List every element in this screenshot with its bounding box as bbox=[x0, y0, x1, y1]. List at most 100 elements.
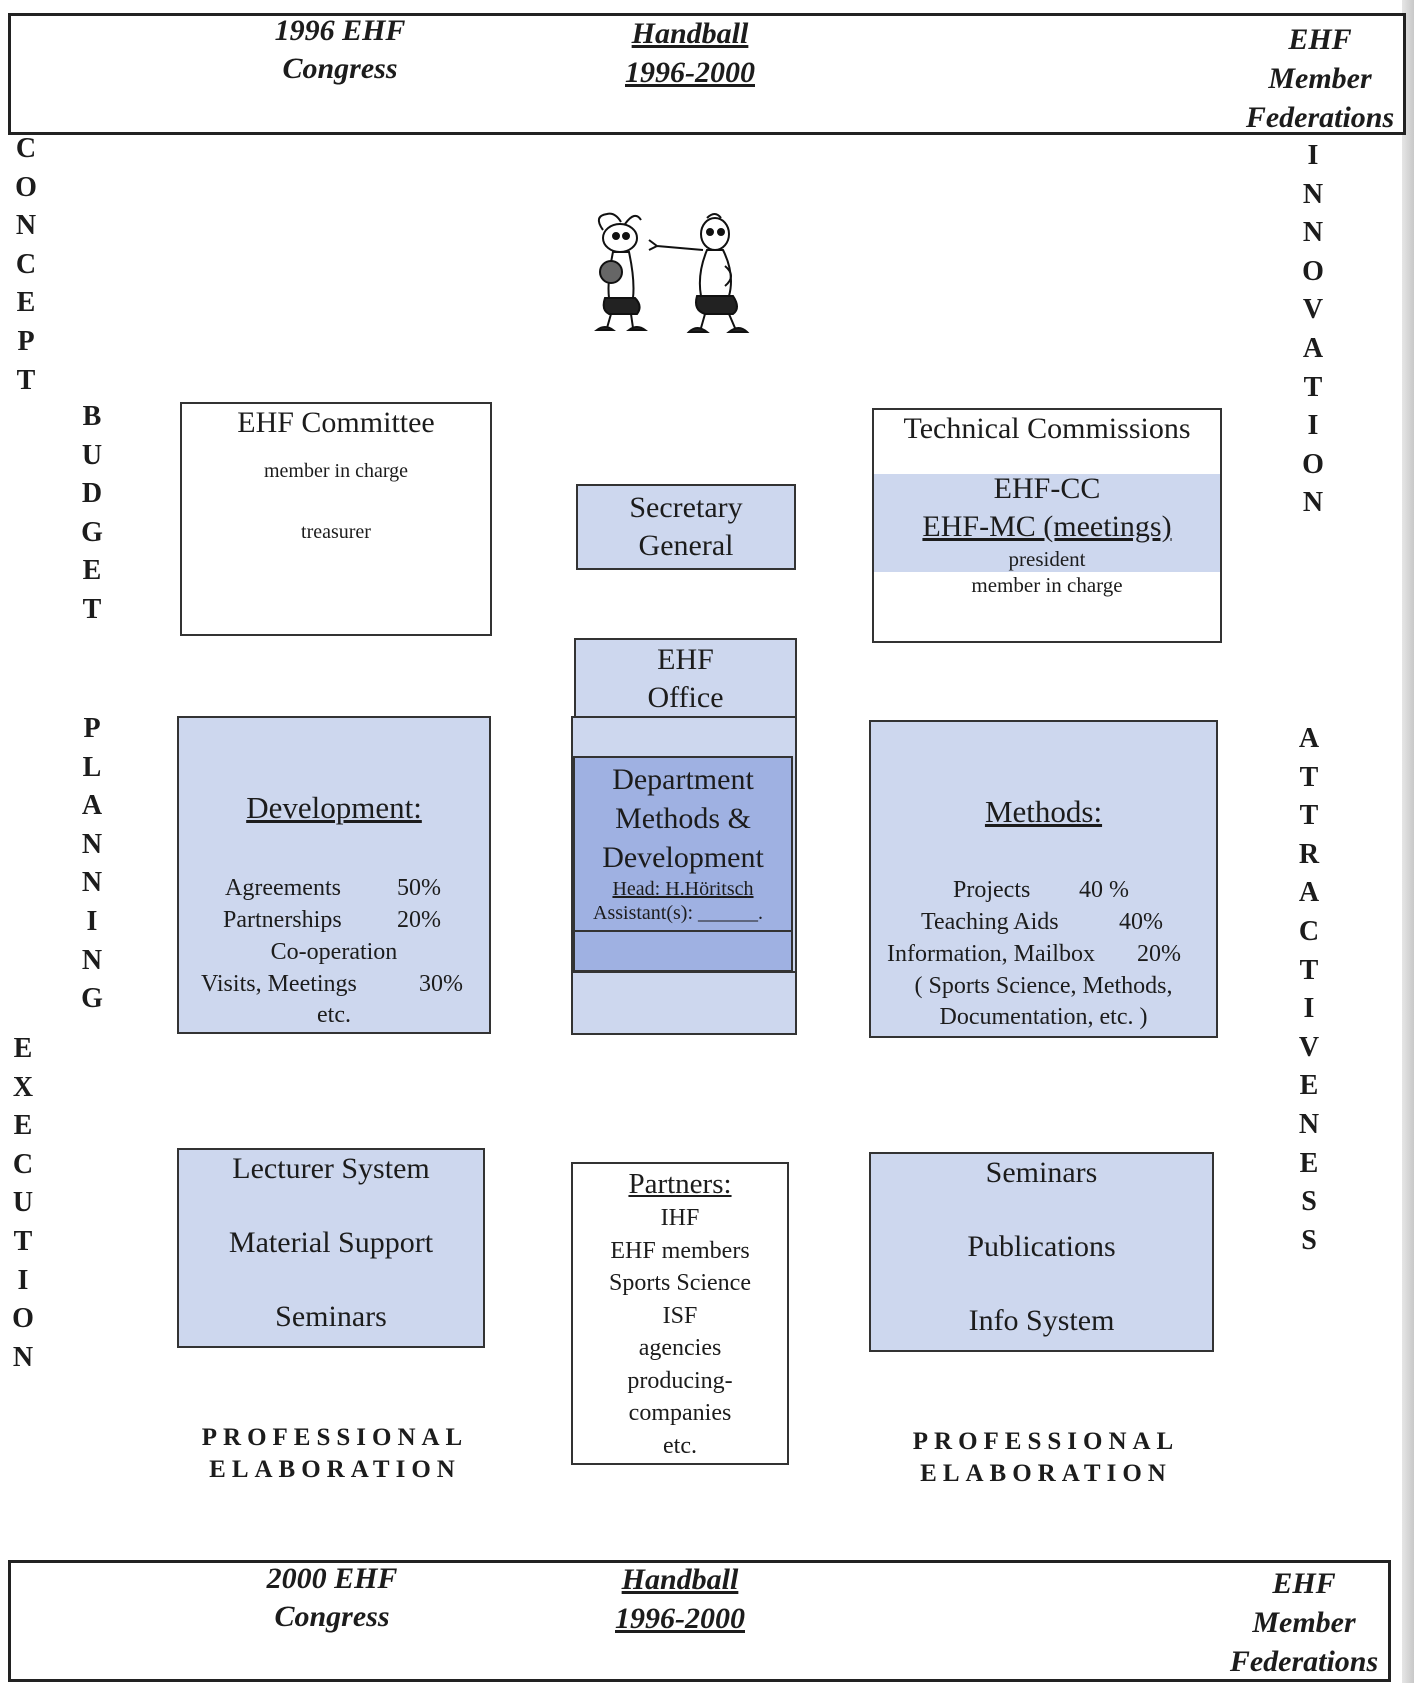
footer-right: EHF Member Federations bbox=[1204, 1564, 1404, 1681]
side-word-letter: C bbox=[15, 133, 37, 164]
header-right-line1: EHF bbox=[1288, 23, 1352, 56]
side-word-letter: N bbox=[1298, 1108, 1320, 1140]
side-word-letter: N bbox=[15, 210, 37, 242]
footer-center-line2: 1996-2000 bbox=[615, 1602, 745, 1635]
side-word-letter: T bbox=[1303, 371, 1323, 403]
header-right: EHF Member Federations bbox=[1220, 20, 1414, 137]
side-word-letter: N bbox=[1302, 217, 1324, 249]
right-exec-line3: Info System bbox=[968, 1304, 1115, 1337]
side-word-letter: N bbox=[1302, 487, 1324, 519]
side-word-letter: T bbox=[1299, 954, 1319, 986]
header-left-line1: 1996 EHF bbox=[274, 14, 406, 47]
left-exec-line2: Material Support bbox=[228, 1226, 434, 1259]
department-line3: Development bbox=[602, 841, 764, 874]
methods-row-label: Teaching Aids bbox=[921, 909, 1059, 935]
side-word-letter: S bbox=[1301, 1186, 1317, 1218]
caption-left-line2: ELABORATION bbox=[209, 1456, 461, 1483]
technical-title: Technical Commissions bbox=[903, 412, 1191, 445]
caption-right-line1: PROFESSIONAL bbox=[912, 1428, 1180, 1455]
footer-frame bbox=[8, 1560, 1391, 1682]
methods-row-value: 40 % bbox=[1079, 877, 1129, 903]
ehf-committee-line1: member in charge bbox=[263, 460, 408, 482]
side-word-letter: A bbox=[1302, 332, 1324, 364]
header-right-line3: Federations bbox=[1245, 101, 1395, 134]
side-word-letter: U bbox=[12, 1187, 34, 1219]
footer-right-line1: EHF bbox=[1272, 1567, 1336, 1600]
header-center-line1: Handball bbox=[631, 17, 749, 50]
development-row-agreements: Agreements 50% bbox=[179, 872, 489, 904]
footer-left: 2000 EHF Congress bbox=[232, 1560, 432, 1636]
ehf-committee-line2: treasurer bbox=[301, 521, 371, 543]
left-exec-line3: Seminars bbox=[275, 1300, 387, 1333]
methods-box: Methods: Projects 40 % Teaching Aids 40%… bbox=[869, 720, 1218, 1038]
side-word-letter: E bbox=[82, 555, 102, 587]
side-word-letter: T bbox=[82, 593, 102, 625]
left-exec-line1: Lecturer System bbox=[232, 1152, 430, 1185]
left-execution-box: Lecturer System Material Support Seminar… bbox=[177, 1148, 485, 1348]
development-row-label: Agreements bbox=[225, 875, 341, 901]
technical-line2: EHF-MC (meetings) bbox=[922, 510, 1172, 543]
side-word-letter: O bbox=[12, 1303, 34, 1335]
side-word-letter: E bbox=[13, 1110, 33, 1142]
partner-item: EHF members bbox=[610, 1237, 750, 1264]
methods-row-label: Information, Mailbox bbox=[887, 941, 1095, 967]
side-word-letter: T bbox=[1299, 800, 1319, 832]
technical-line4: member in charge bbox=[971, 573, 1123, 597]
side-word-letter: N bbox=[1302, 178, 1324, 210]
right-exec-line1: Seminars bbox=[985, 1156, 1098, 1189]
side-word-letter: E bbox=[1299, 1070, 1319, 1102]
secretary-line1: Secretary bbox=[629, 491, 743, 524]
footer-right-line2: Member bbox=[1252, 1606, 1356, 1639]
mascots-illustration bbox=[593, 212, 750, 333]
development-line5: etc. bbox=[317, 1002, 351, 1028]
caption-right: PROFESSIONAL ELABORATION bbox=[876, 1426, 1216, 1490]
partner-item: companies bbox=[628, 1400, 732, 1426]
side-word-letter: C bbox=[1298, 915, 1320, 947]
methods-row-projects: Projects 40 % bbox=[871, 874, 1216, 906]
page-edge-shadow bbox=[1402, 0, 1414, 1683]
mascot-girl bbox=[593, 212, 649, 331]
methods-line5: Documentation, etc. ) bbox=[939, 1004, 1148, 1030]
partners-box: Partners: IHF EHF members Sports Science… bbox=[571, 1162, 789, 1465]
side-word-letter: I bbox=[1303, 993, 1315, 1025]
right-exec-line2: Publications bbox=[967, 1230, 1116, 1263]
side-word-letter: I bbox=[1307, 410, 1319, 442]
development-row-label: Visits, Meetings bbox=[201, 971, 357, 997]
development-line3: Co-operation bbox=[270, 939, 398, 965]
partner-item: Sports Science bbox=[609, 1270, 751, 1296]
mascot-boy bbox=[648, 213, 750, 333]
side-word-letter: A bbox=[1298, 877, 1320, 909]
methods-row-label: Projects bbox=[953, 877, 1031, 903]
department-line2: Methods & bbox=[615, 802, 751, 835]
secretary-line2: General bbox=[638, 529, 734, 562]
department-head: Head: H.Höritsch bbox=[612, 878, 754, 900]
development-row-value: 20% bbox=[397, 907, 441, 933]
office-line1: EHF bbox=[657, 643, 714, 676]
caption-left-line1: PROFESSIONAL bbox=[201, 1424, 469, 1451]
partner-item: ISF bbox=[662, 1302, 698, 1329]
side-word-letter: D bbox=[81, 478, 103, 510]
side-word-letter: R bbox=[1298, 838, 1320, 870]
header-center-line2: 1996-2000 bbox=[625, 56, 755, 89]
side-word-letter: G bbox=[81, 983, 103, 1015]
side-word-letter: A bbox=[1298, 723, 1320, 754]
development-row-visits: Visits, Meetings 30% bbox=[179, 968, 489, 1000]
side-word-letter: E bbox=[1299, 1147, 1319, 1179]
footer-center: Handball 1996-2000 bbox=[580, 1560, 780, 1638]
side-word-letter: O bbox=[1302, 255, 1324, 287]
methods-row-value: 20% bbox=[1137, 941, 1181, 967]
department-box: Department Methods & Development Head: H… bbox=[573, 756, 793, 972]
header-right-line2: Member bbox=[1268, 62, 1372, 95]
side-word-letter: N bbox=[12, 1341, 34, 1373]
side-word-letter: L bbox=[82, 751, 102, 783]
caption-right-line2: ELABORATION bbox=[920, 1460, 1172, 1487]
department-line1: Department bbox=[612, 763, 754, 796]
technical-line1: EHF-CC bbox=[993, 472, 1101, 505]
technical-commissions-box: Technical Commissions EHF-CC EHF-MC (mee… bbox=[872, 408, 1222, 643]
